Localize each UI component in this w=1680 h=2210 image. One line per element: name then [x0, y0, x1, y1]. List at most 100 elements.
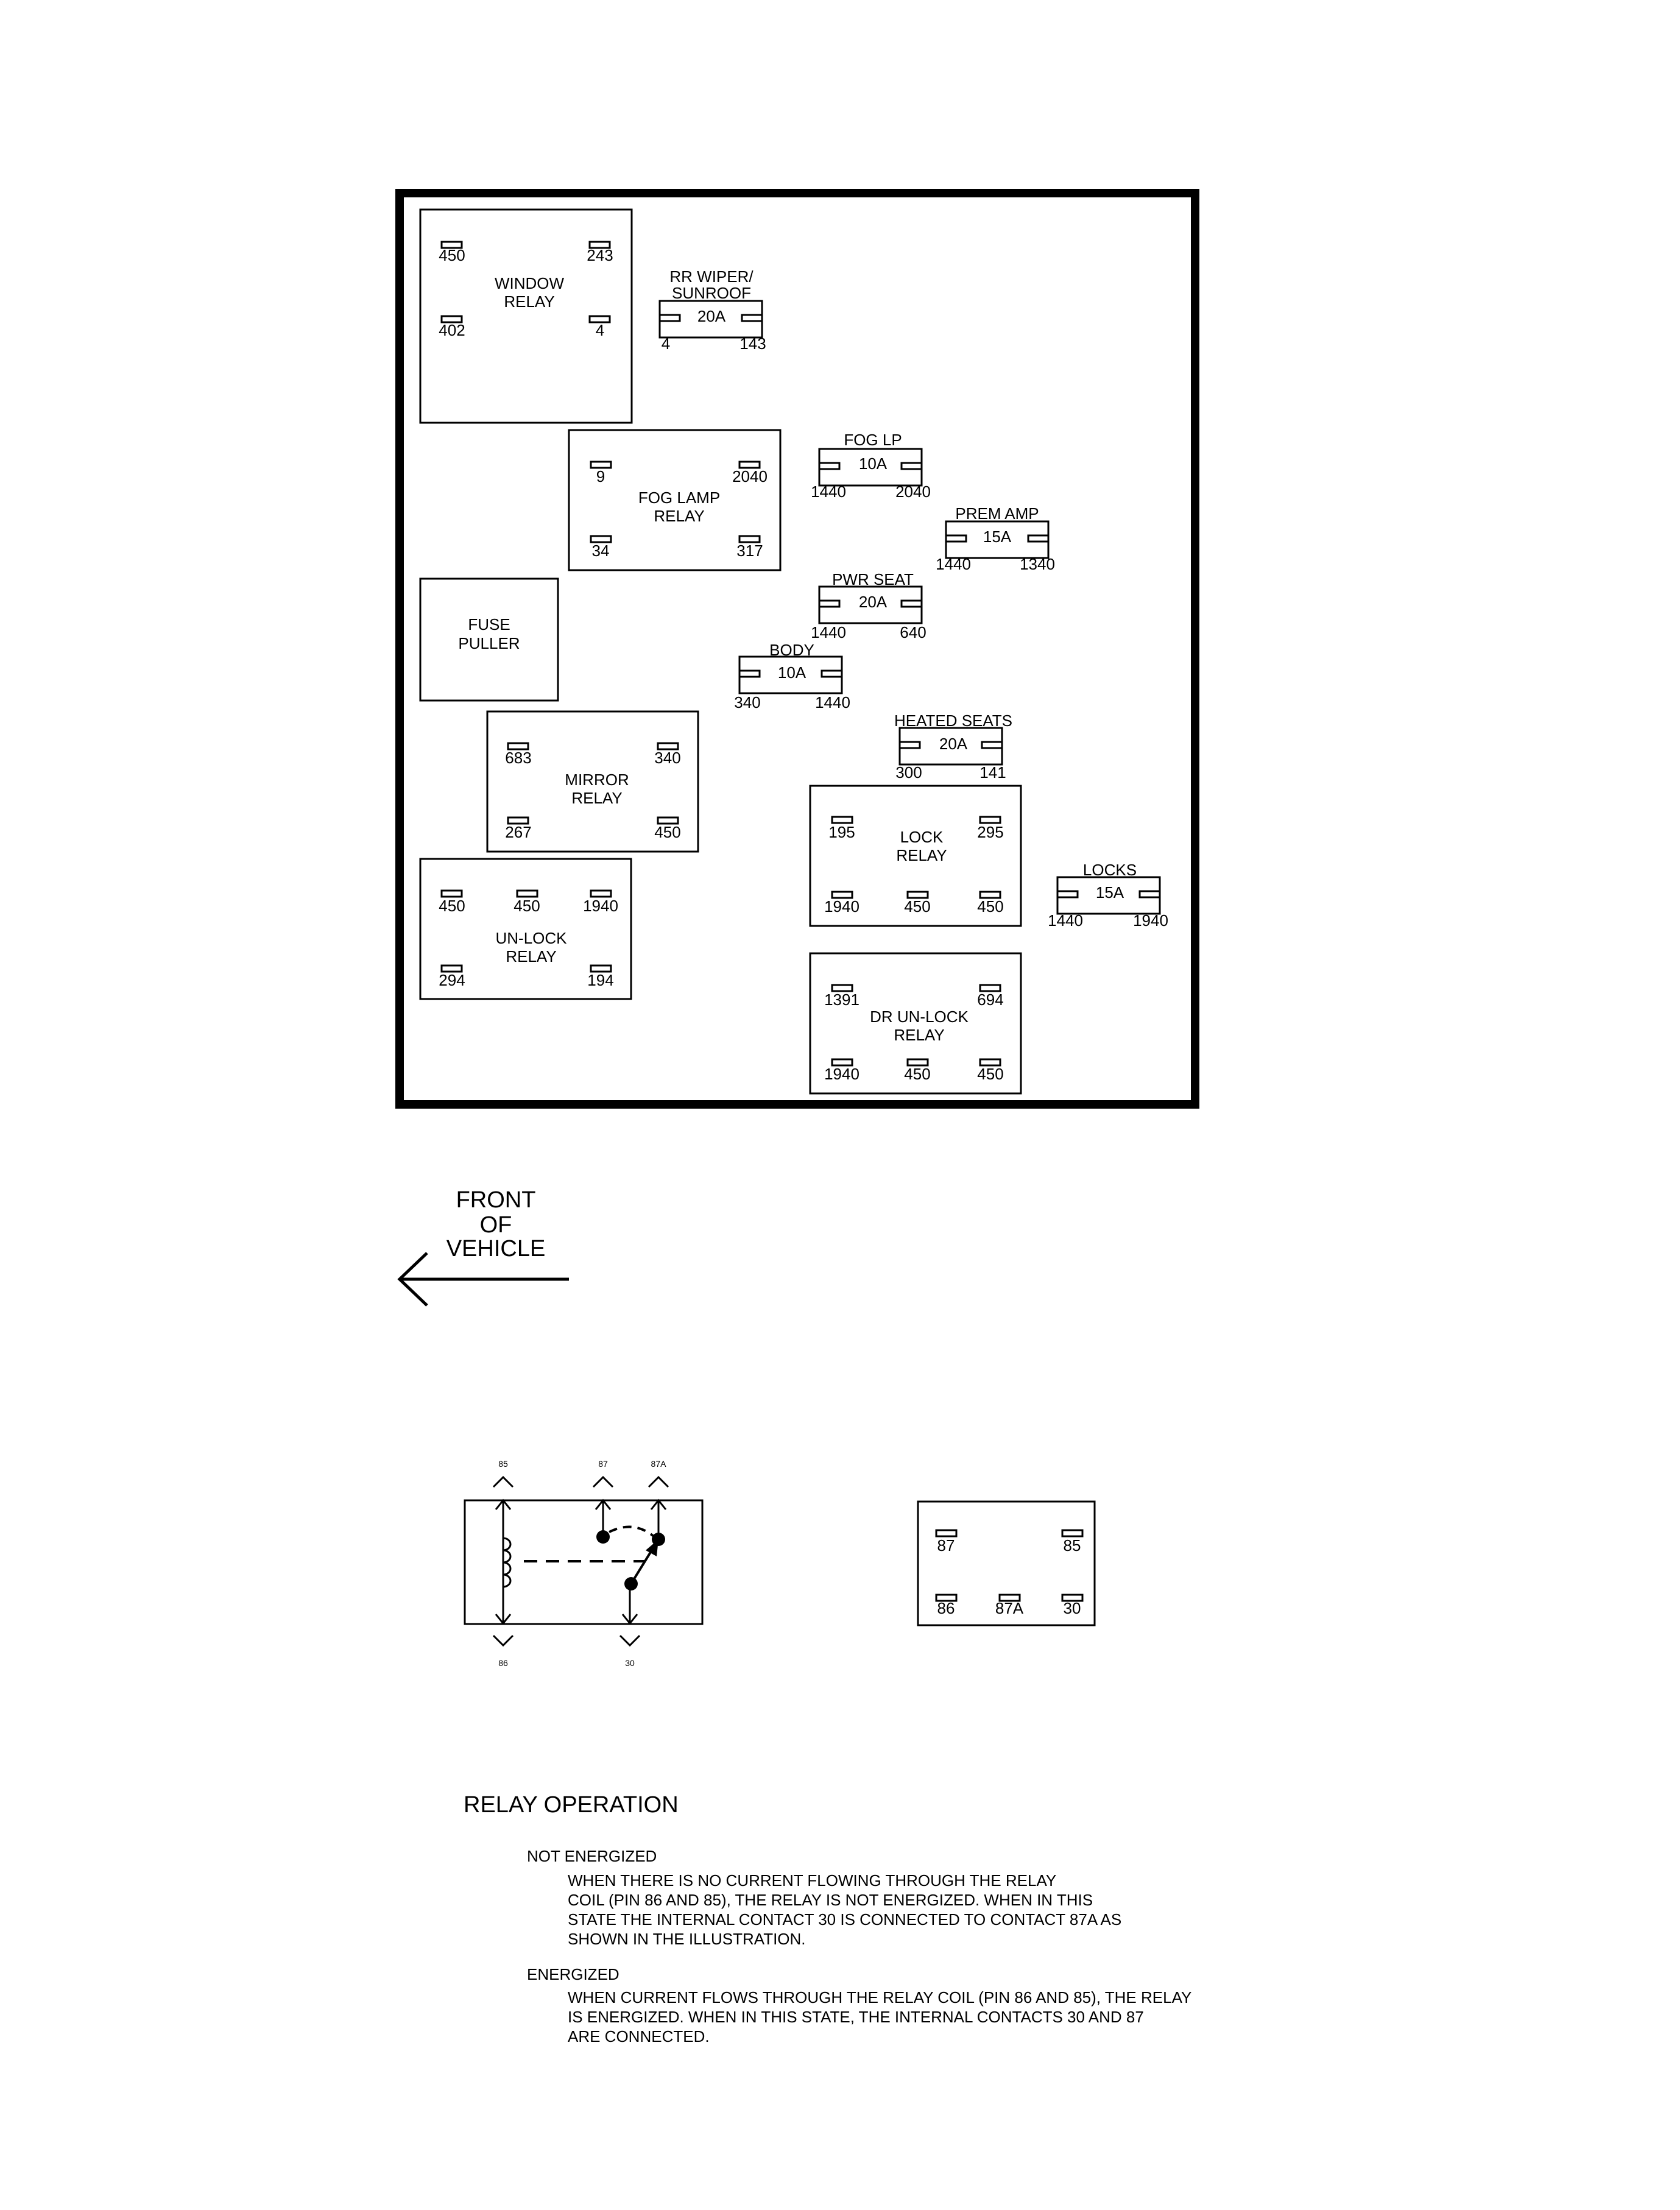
- not-energized-line: STATE THE INTERNAL CONTACT 30 IS CONNECT…: [568, 1910, 1121, 1929]
- relay-terminal: [588, 241, 611, 249]
- pinout-label: 87A: [995, 1599, 1024, 1617]
- relay-title: FOG LAMP: [638, 489, 720, 507]
- fuse-rating: 10A: [778, 663, 806, 682]
- pin-label: 450: [439, 246, 465, 264]
- pin-label: 340: [654, 749, 680, 767]
- front-label: OF: [480, 1212, 512, 1238]
- front-of-vehicle-indicator: FRONT OF VEHICLE: [397, 1187, 569, 1307]
- mirror-relay: 683 340 267 450 MIRROR RELAY: [486, 710, 699, 853]
- not-energized-heading: NOT ENERGIZED: [527, 1847, 657, 1865]
- relay-terminal: [440, 315, 463, 323]
- schematic-pin-label: 87A: [651, 1459, 667, 1469]
- pin-label: 194: [587, 971, 613, 989]
- arrow-head-icon: [397, 1252, 428, 1307]
- relay-title: MIRROR: [565, 771, 629, 789]
- relay-title: RELAY: [504, 292, 554, 311]
- fuse-pin: 1440: [811, 482, 846, 501]
- pin-label: 450: [654, 823, 680, 841]
- energized-line: IS ENERGIZED. WHEN IN THIS STATE, THE IN…: [568, 2008, 1144, 2026]
- relay-terminal: [440, 241, 463, 249]
- relay-terminal: [831, 984, 853, 992]
- coil-icon: [503, 1537, 512, 1588]
- fuse-puller-label: FUSE: [468, 615, 510, 634]
- schematic-pin-label: 30: [625, 1658, 635, 1668]
- fog-lamp-relay: 9 2040 34 317 FOG LAMP RELAY: [568, 429, 782, 571]
- fuse-pwr-seat: PWR SEAT 20A 1440 640: [811, 570, 926, 641]
- fuse-pin: 300: [895, 763, 922, 782]
- relay-title: DR UN-LOCK: [870, 1008, 969, 1026]
- fuse-pin: 1340: [1020, 555, 1055, 573]
- fuse-rating: 20A: [939, 735, 968, 753]
- fuse-name: LOCKS: [1083, 861, 1137, 879]
- pin-label: 450: [514, 897, 540, 915]
- unlock-relay: 450 450 1940 294 194 UN-LOCK RELAY: [419, 858, 632, 1000]
- fuse-name: PREM AMP: [955, 504, 1039, 523]
- pin-label: 450: [904, 897, 930, 916]
- relay-terminal: [588, 315, 611, 323]
- relay-operation-section: RELAY OPERATION NOT ENERGIZED WHEN THERE…: [464, 1792, 1191, 2046]
- relay-terminal: [979, 891, 1001, 899]
- fuse-rating: 20A: [697, 307, 726, 325]
- schematic-pin-label: 86: [498, 1658, 508, 1668]
- schematic-pin-label: 87: [598, 1459, 608, 1469]
- relay-terminal: [1061, 1529, 1084, 1537]
- relay-terminal: [831, 816, 853, 824]
- fuse-pin: 1440: [936, 555, 971, 573]
- fuse-rating: 20A: [859, 593, 888, 611]
- fuse-pin: 1440: [815, 693, 850, 711]
- relay-terminal: [738, 535, 761, 543]
- pin-label: 450: [977, 897, 1003, 916]
- fuse-pin: 1440: [811, 623, 846, 641]
- relay-terminal: [440, 889, 463, 898]
- relay-title: RELAY: [654, 507, 704, 525]
- energized-heading: ENERGIZED: [527, 1965, 619, 1983]
- pin-label: 34: [592, 542, 610, 560]
- not-energized-line: COIL (PIN 86 AND 85), THE RELAY IS NOT E…: [568, 1891, 1093, 1909]
- fuse-pin: 143: [739, 334, 766, 353]
- pin-label: 1940: [583, 897, 618, 915]
- relay-terminal: [590, 535, 612, 543]
- relay-title: RELAY: [894, 1026, 944, 1044]
- fuse-name: FOG LP: [844, 431, 902, 449]
- pin-label: 317: [736, 542, 763, 560]
- relay-terminal: [590, 889, 612, 898]
- relay-title: RELAY: [506, 947, 556, 966]
- window-relay: 450 243 402 4 WINDOW RELAY: [419, 208, 633, 424]
- pin-label: 1391: [824, 990, 859, 1009]
- relay-terminal: [998, 1594, 1021, 1602]
- relay-terminal: [1061, 1594, 1084, 1602]
- fuse-name: PWR SEAT: [832, 570, 914, 588]
- pin-label: 294: [439, 971, 465, 989]
- pin-label: 402: [439, 321, 465, 339]
- relay-schematic: 85 87 87A 86 30: [464, 1459, 704, 1668]
- relay-terminal: [516, 889, 538, 898]
- fuse-rating: 10A: [859, 454, 888, 473]
- fuse-pin: 640: [900, 623, 926, 641]
- relay-terminal: [657, 742, 679, 750]
- pin-label: 1940: [824, 1065, 859, 1083]
- dr-unlock-relay: 1391 694 1940 450 450 DR UN-LOCK RELAY: [809, 952, 1022, 1095]
- relay-terminal: [590, 964, 612, 973]
- relay-terminal: [979, 984, 1001, 992]
- pin-label: 4: [596, 321, 604, 339]
- pin-label: 450: [904, 1065, 930, 1083]
- pin-label: 1940: [824, 897, 859, 916]
- lock-relay: 195 295 1940 450 450 LOCK RELAY: [809, 785, 1022, 927]
- not-energized-line: SHOWN IN THE ILLUSTRATION.: [568, 1930, 806, 1948]
- relay-terminal: [738, 461, 761, 469]
- relay-terminal: [979, 1058, 1001, 1067]
- fuse-name: BODY: [769, 641, 814, 659]
- pin-label: 683: [505, 749, 531, 767]
- energized-line: WHEN CURRENT FLOWS THROUGH THE RELAY COI…: [568, 1988, 1191, 2007]
- pin-label: 450: [977, 1065, 1003, 1083]
- front-label: FRONT: [456, 1187, 536, 1213]
- pinout-label: 30: [1064, 1599, 1081, 1617]
- relay-title: RELAY: [571, 789, 622, 807]
- relay-terminal: [979, 816, 1001, 824]
- energized-line: ARE CONNECTED.: [568, 2027, 710, 2046]
- relay-pinout: 87 85 86 87A 30: [917, 1500, 1096, 1626]
- fuse-pin: 1940: [1133, 911, 1168, 930]
- fuse-rating: 15A: [983, 528, 1012, 546]
- fuse-name: SUNROOF: [672, 284, 751, 302]
- fuse-name: RR WIPER/: [669, 267, 754, 286]
